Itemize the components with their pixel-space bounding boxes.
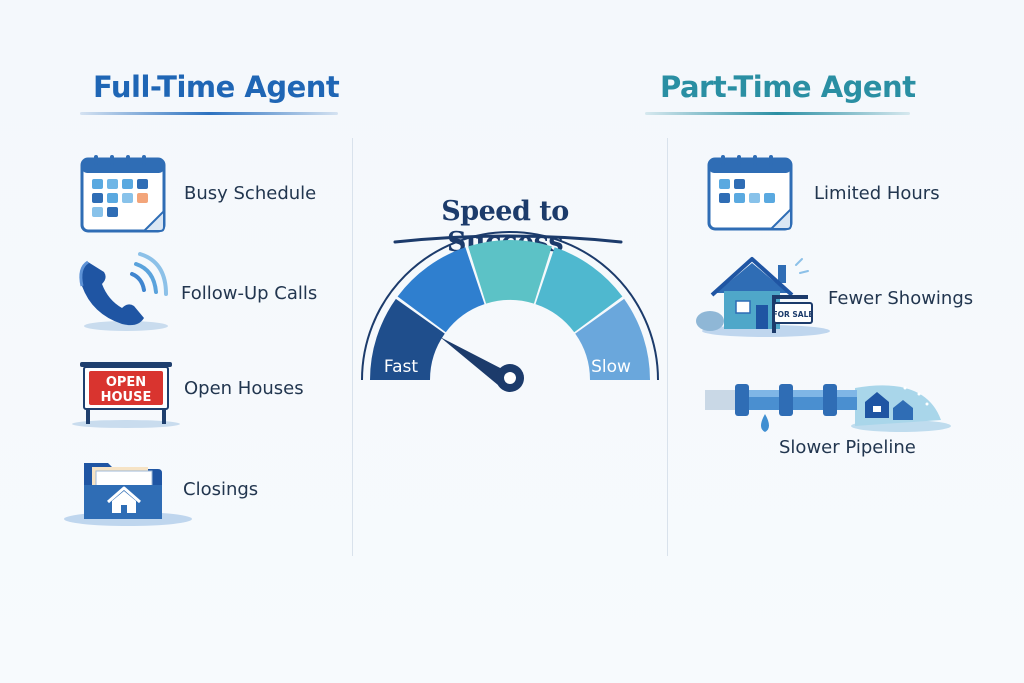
left-title-underline	[80, 112, 338, 115]
gauge-segment-2	[397, 247, 485, 333]
gauge-segment-3	[468, 240, 552, 304]
follow-up-calls-label: Follow-Up Calls	[181, 283, 318, 304]
fewer-showings-label: Fewer Showings	[828, 288, 974, 309]
right-title-underline	[645, 112, 910, 115]
folder-house-icon	[64, 463, 192, 526]
for-sale-sign-text: FOR SALE	[773, 310, 814, 319]
house-for-sale-icon: FOR SALE	[696, 257, 830, 337]
left-divider	[352, 138, 353, 556]
open-houses-label: Open Houses	[184, 378, 304, 399]
open-house-sign-line1: OPEN	[106, 375, 146, 390]
left-column-title: Full-Time Agent	[93, 70, 340, 104]
right-column-title: Part-Time Agent	[660, 70, 916, 104]
busy-schedule-label: Busy Schedule	[184, 183, 317, 204]
pipeline-icon	[705, 384, 951, 432]
slower-pipeline-label: Slower Pipeline	[779, 437, 916, 458]
open-house-sign-icon: OPEN HOUSE	[72, 362, 180, 428]
open-house-sign-line2: HOUSE	[101, 390, 152, 405]
gauge-segment-5	[575, 298, 650, 380]
calendar-icon	[707, 155, 793, 231]
gauge-fast-label: Fast	[384, 357, 418, 377]
gauge-slow-label: Slow	[591, 357, 631, 377]
right-divider	[667, 138, 668, 556]
gauge-segment-1	[370, 298, 445, 380]
gauge-segment-4	[535, 247, 623, 333]
calendar-icon	[80, 155, 166, 233]
phone-icon	[79, 252, 168, 331]
gauge-outer-rim	[361, 231, 659, 381]
closings-label: Closings	[183, 479, 259, 500]
gauge-needle	[440, 337, 506, 385]
limited-hours-label: Limited Hours	[814, 183, 940, 204]
gauge-title-swoosh	[393, 234, 623, 244]
speed-gauge: Fast Slow	[361, 231, 659, 392]
